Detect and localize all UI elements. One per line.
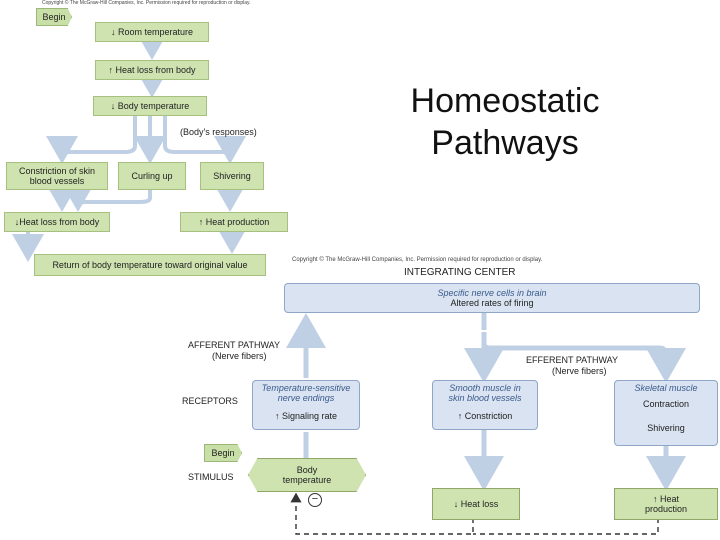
curling-up-box: Curling up bbox=[118, 162, 186, 190]
contraction-label: Contraction bbox=[642, 399, 690, 409]
smooth-line2: skin blood vessels bbox=[448, 393, 522, 403]
afferent-pathway-sub: (Nerve fibers) bbox=[212, 351, 267, 361]
top-arrows bbox=[12, 32, 248, 262]
negative-feedback-symbol: − bbox=[308, 493, 322, 507]
skeletal-muscle-label: Skeletal muscle bbox=[634, 383, 698, 393]
top-begin-marker: Begin bbox=[36, 8, 72, 26]
receptor-line1: Temperature-sensitive bbox=[261, 383, 351, 393]
integrating-center-box: Specific nerve cells in brain Altered ra… bbox=[284, 283, 700, 313]
slide-title: Homeostatic Pathways bbox=[380, 80, 630, 164]
efferent-pathway-sub: (Nerve fibers) bbox=[552, 366, 607, 376]
heat-production-box: ↑ Heat production bbox=[614, 488, 718, 520]
body-temperature-stimulus-box: Body temperature bbox=[248, 458, 366, 492]
smooth-muscle-box: Smooth muscle in skin blood vessels ↑ Co… bbox=[432, 380, 538, 430]
decr-heat-loss-box: ↓Heat loss from body bbox=[4, 212, 110, 232]
return-box: Return of body temperature toward origin… bbox=[34, 254, 266, 276]
heat-loss-from-body-box: ↑ Heat loss from body bbox=[95, 60, 209, 80]
bottom-copyright: Copyright © The McGraw-Hill Companies, I… bbox=[292, 257, 543, 263]
heat-line2: production bbox=[644, 504, 688, 514]
stimulus-label: STIMULUS bbox=[188, 472, 234, 482]
signaling-rate: ↑ Signaling rate bbox=[274, 411, 338, 421]
room-temperature-box: ↓ Room temperature bbox=[95, 22, 209, 42]
incr-heat-production-box: ↑ Heat production bbox=[180, 212, 288, 232]
skeletal-muscle-box: Skeletal muscle Contraction Shivering bbox=[614, 380, 718, 446]
body-temperature-box: ↓ Body temperature bbox=[93, 96, 207, 116]
constriction-label: ↑ Constriction bbox=[457, 411, 513, 421]
shivering-box: Shivering bbox=[200, 162, 264, 190]
integrating-center-label: INTEGRATING CENTER bbox=[404, 267, 516, 278]
receptors-label: RECEPTORS bbox=[182, 396, 238, 406]
feedback-loop bbox=[290, 492, 659, 535]
bottom-shivering-label: Shivering bbox=[647, 423, 685, 433]
bottom-arrows bbox=[286, 312, 686, 491]
ic-line2: Altered rates of firing bbox=[450, 298, 534, 308]
receptor-line2: nerve endings bbox=[277, 393, 335, 403]
heat-loss-box: ↓ Heat loss bbox=[432, 488, 520, 520]
efferent-pathway-label: EFFERENT PATHWAY bbox=[526, 355, 619, 365]
constriction-line2: blood vessels bbox=[29, 176, 85, 186]
smooth-line1: Smooth muscle in bbox=[449, 383, 521, 393]
bottom-begin-marker: Begin bbox=[204, 444, 242, 462]
bodys-responses-label: (Body's responses) bbox=[180, 127, 257, 137]
afferent-pathway-label: AFFERENT PATHWAY bbox=[188, 340, 281, 350]
constriction-line1: Constriction of skin bbox=[18, 166, 96, 176]
top-copyright: Copyright © The McGraw-Hill Companies, I… bbox=[42, 0, 251, 6]
receptor-box: Temperature-sensitive nerve endings ↑ Si… bbox=[252, 380, 360, 430]
heat-line1: ↑ Heat bbox=[652, 494, 679, 504]
ic-line1: Specific nerve cells in brain bbox=[437, 288, 547, 298]
constriction-box: Constriction of skin blood vessels bbox=[6, 162, 108, 190]
slide-title-line1: Homeostatic bbox=[410, 82, 600, 120]
slide-title-line2: Pathways bbox=[431, 124, 579, 162]
body-temp-line1: Body bbox=[296, 465, 318, 475]
body-temp-line2: temperature bbox=[282, 475, 332, 485]
